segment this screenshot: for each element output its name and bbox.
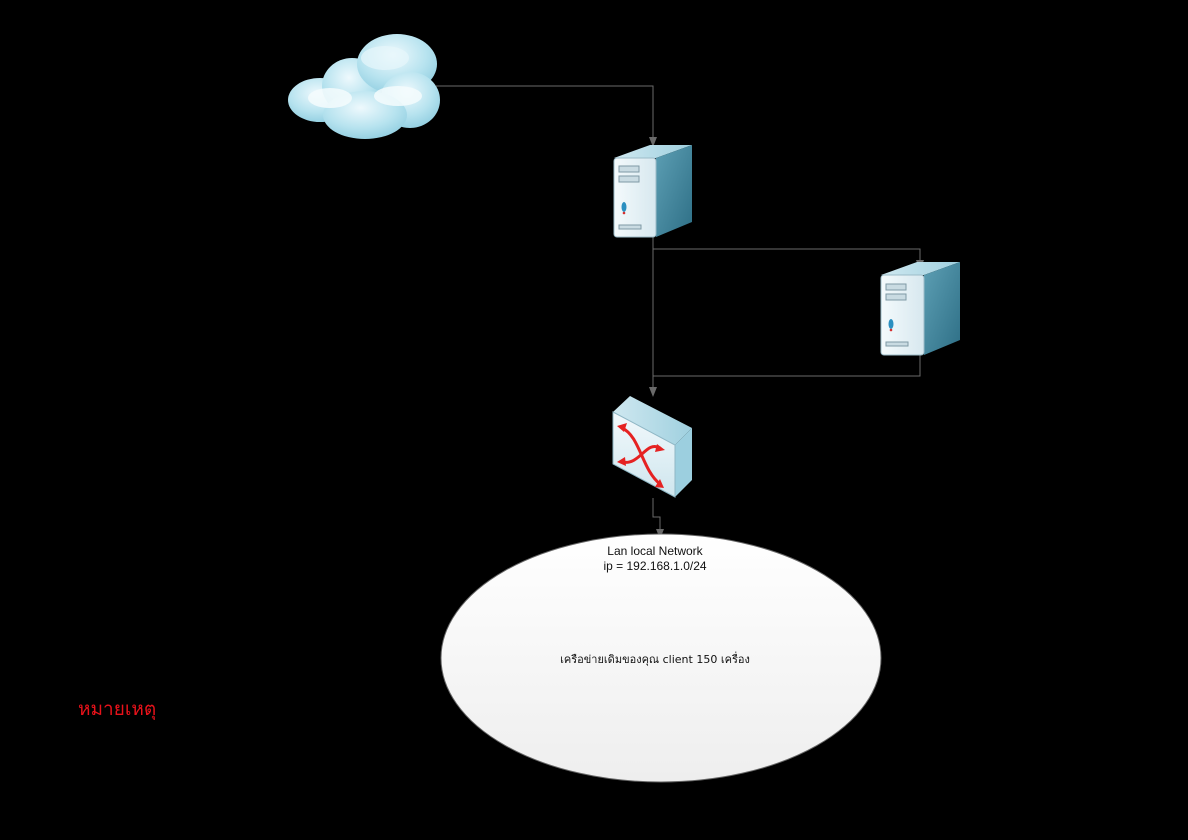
lan-title: Lan local Network (607, 544, 703, 558)
server-primary-icon (613, 145, 692, 238)
edge-internet-server (436, 85, 657, 147)
note-label: หมายเหตุ (78, 698, 157, 720)
connectors (436, 85, 924, 539)
edge-switch-lan (652, 498, 664, 539)
lan-subnet: ip = 192.168.1.0/24 (603, 559, 707, 573)
lan-area (440, 533, 882, 783)
edge-server-secondary-switch (653, 354, 921, 377)
server-secondary-icon (880, 262, 960, 356)
lan-description: เครือข่ายเดิมของคุณ client 150 เครื่อง (560, 653, 750, 666)
cloud-icon (288, 34, 440, 139)
lan-label: Lan local Network ip = 192.168.1.0/24 (540, 544, 770, 574)
switch-icon (612, 396, 692, 498)
edge-server-server-secondary (652, 237, 924, 270)
